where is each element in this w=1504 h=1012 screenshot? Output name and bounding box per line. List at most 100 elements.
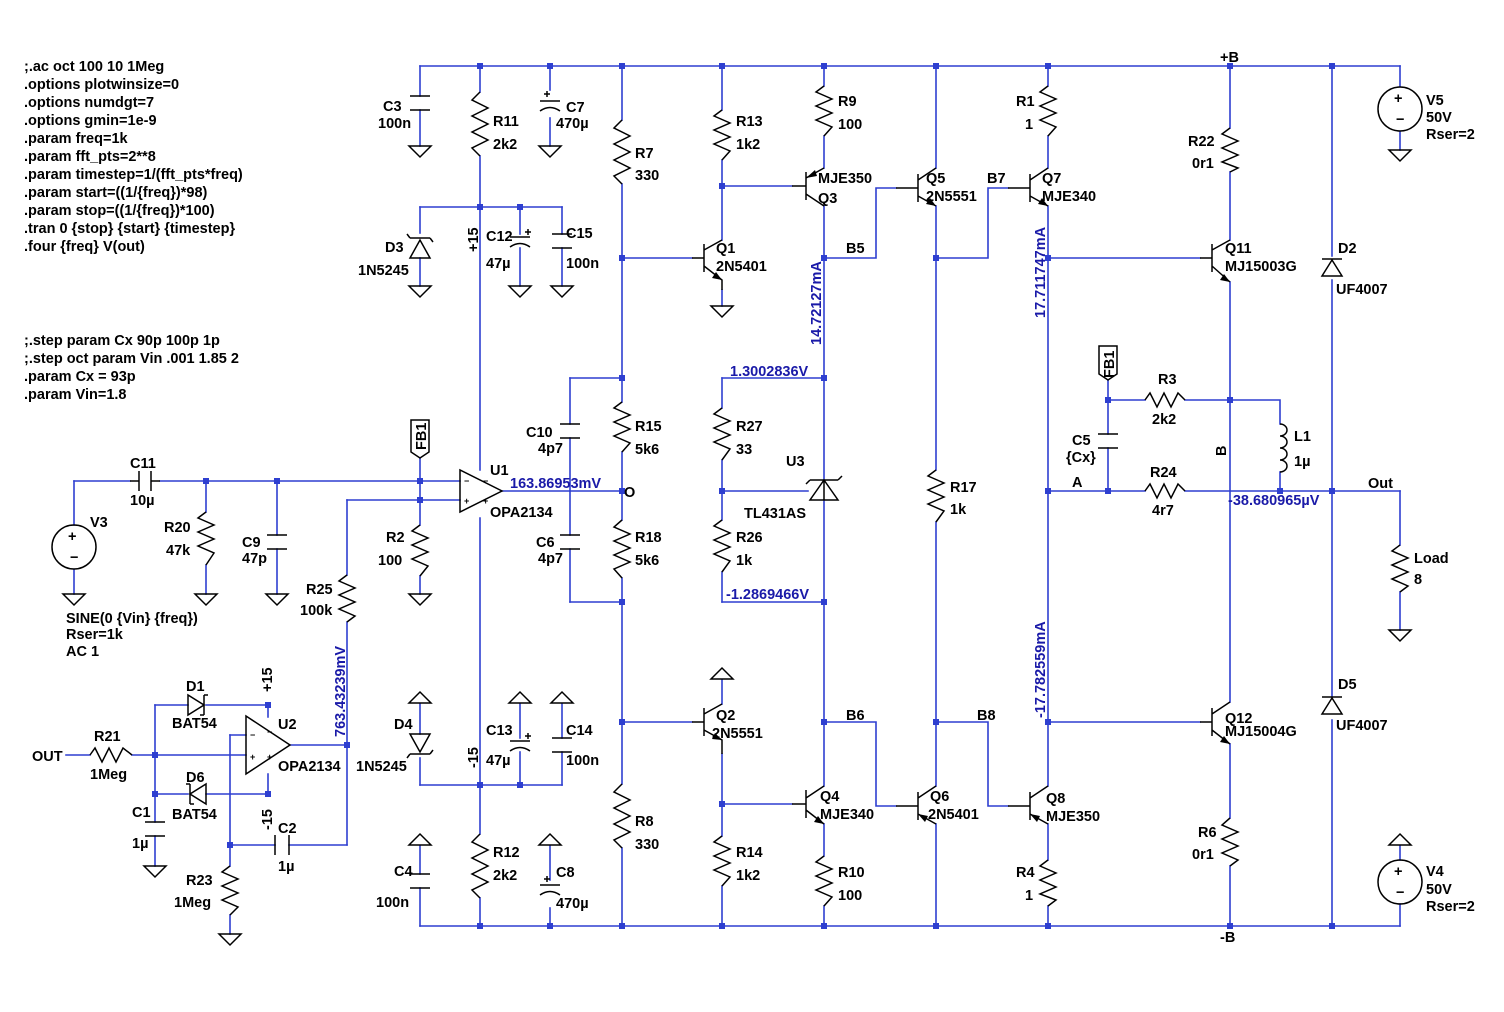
r7-name: R7 [635, 146, 654, 162]
c11-name: C11 [130, 456, 156, 472]
l1-name: L1 [1294, 429, 1311, 445]
directive-line: .param start=((1/{freq})*98) [24, 185, 208, 201]
c2-name: C2 [278, 821, 297, 837]
fb1-label-right: FB1 [1102, 351, 1118, 378]
q1-name: Q1 [716, 241, 735, 257]
d3-symbol [406, 233, 434, 259]
c7-value: 470µ [556, 116, 589, 132]
v5-symbol [1377, 86, 1423, 132]
r6-name: R6 [1198, 825, 1217, 841]
r15-name: R15 [635, 419, 662, 435]
directive-line: .options plotwinsize=0 [24, 77, 179, 93]
plus-b-label: +B [1220, 50, 1239, 66]
plus15-label-u2: +15 [260, 667, 276, 692]
r23-value: 1Meg [174, 895, 211, 911]
directive-line: .param stop=((1/{freq})*100) [24, 203, 215, 219]
a-label: A [1072, 475, 1083, 491]
r8-symbol [612, 783, 632, 849]
directive-line: ;.ac oct 100 10 1Meg [24, 59, 164, 75]
r13-symbol [712, 109, 732, 161]
r1-name: R1 [1016, 94, 1035, 110]
d6-name: D6 [186, 770, 205, 786]
c1-symbol [145, 821, 165, 837]
r8-value: 330 [635, 837, 659, 853]
c9-symbol [267, 534, 287, 550]
q4-name: Q4 [820, 789, 839, 805]
b5-label: B5 [846, 241, 865, 257]
spice-directives: ;.ac oct 100 10 1Meg .options plotwinsiz… [24, 59, 243, 403]
r11-value: 2k2 [493, 137, 517, 153]
vas-current-top: 14.72127mA [809, 261, 825, 345]
directive-line: .four {freq} V(out) [24, 239, 145, 255]
c10-value: 4p7 [538, 441, 563, 457]
c12-name: C12 [486, 229, 513, 245]
r3-symbol [1144, 391, 1186, 409]
r17-value: 1k [950, 502, 967, 518]
c2-symbol [274, 835, 290, 855]
q5-symbol [896, 167, 937, 207]
plus15-label-u1: +15 [466, 227, 482, 252]
svg-text:−: − [1396, 885, 1404, 901]
r10-symbol [814, 855, 834, 907]
r23-name: R23 [186, 873, 213, 889]
c4-name: C4 [394, 864, 413, 880]
c13-value: 47µ [486, 753, 510, 769]
c5-value: {Cx} [1066, 450, 1096, 466]
v3-symbol [51, 524, 97, 570]
svg-text:−: − [464, 476, 469, 486]
l1-symbol [1279, 423, 1288, 473]
r18-name: R18 [635, 530, 662, 546]
bias-voltage-top: 1.3002836V [730, 364, 809, 380]
q4-value: MJE340 [820, 807, 874, 823]
r1-symbol [1038, 85, 1058, 137]
d5-symbol [1320, 696, 1344, 715]
q6-symbol [896, 785, 937, 825]
r14-name: R14 [736, 845, 763, 861]
c5-name: C5 [1072, 433, 1091, 449]
r27-value: 33 [736, 442, 752, 458]
svg-text:−: − [70, 550, 78, 566]
diodes [186, 233, 1344, 806]
d1-symbol [187, 693, 208, 717]
q1-symbol [692, 239, 723, 290]
r23-symbol [220, 865, 240, 916]
directive-line: .options gmin=1e-9 [24, 113, 157, 129]
minus15-label-u1: -15 [466, 747, 482, 768]
r21-value: 1Meg [90, 767, 127, 783]
r2-value: 100 [378, 553, 402, 569]
resistors [89, 85, 1410, 916]
b7-label: B7 [987, 171, 1006, 187]
c14-name: C14 [566, 723, 593, 739]
q12-value: MJ15004G [1225, 724, 1297, 740]
r10-value: 100 [838, 888, 862, 904]
r25-symbol [337, 574, 357, 623]
svg-text:+: + [267, 752, 272, 762]
q2-symbol [692, 703, 723, 754]
v4-name: V4 [1426, 864, 1444, 880]
c9-value: 47p [242, 551, 267, 567]
d5-value: UF4007 [1336, 718, 1388, 734]
u3-value: TL431AS [744, 506, 806, 522]
r2-name: R2 [386, 530, 405, 546]
c7-name: C7 [566, 100, 585, 116]
r4-name: R4 [1016, 865, 1035, 881]
d4-name: D4 [394, 717, 413, 733]
v5-value: 50V [1426, 110, 1452, 126]
u3-symbol [805, 475, 843, 501]
d2-symbol [1320, 258, 1344, 277]
r13-name: R13 [736, 114, 763, 130]
d6-symbol [186, 782, 207, 806]
q6-name: Q6 [930, 789, 949, 805]
svg-text:+: + [250, 752, 255, 762]
r15-value: 5k6 [635, 442, 659, 458]
u1-name: U1 [490, 463, 509, 479]
fb1-label-left: FB1 [414, 423, 430, 450]
q11-value: MJ15003G [1225, 259, 1297, 275]
r13-value: 1k2 [736, 137, 760, 153]
minus15-label-u2: -15 [260, 809, 276, 830]
q11-name: Q11 [1225, 241, 1252, 257]
b8-label: B8 [977, 708, 996, 724]
r9-name: R9 [838, 94, 857, 110]
r20-value: 47k [166, 543, 191, 559]
c12-symbol [509, 229, 531, 248]
